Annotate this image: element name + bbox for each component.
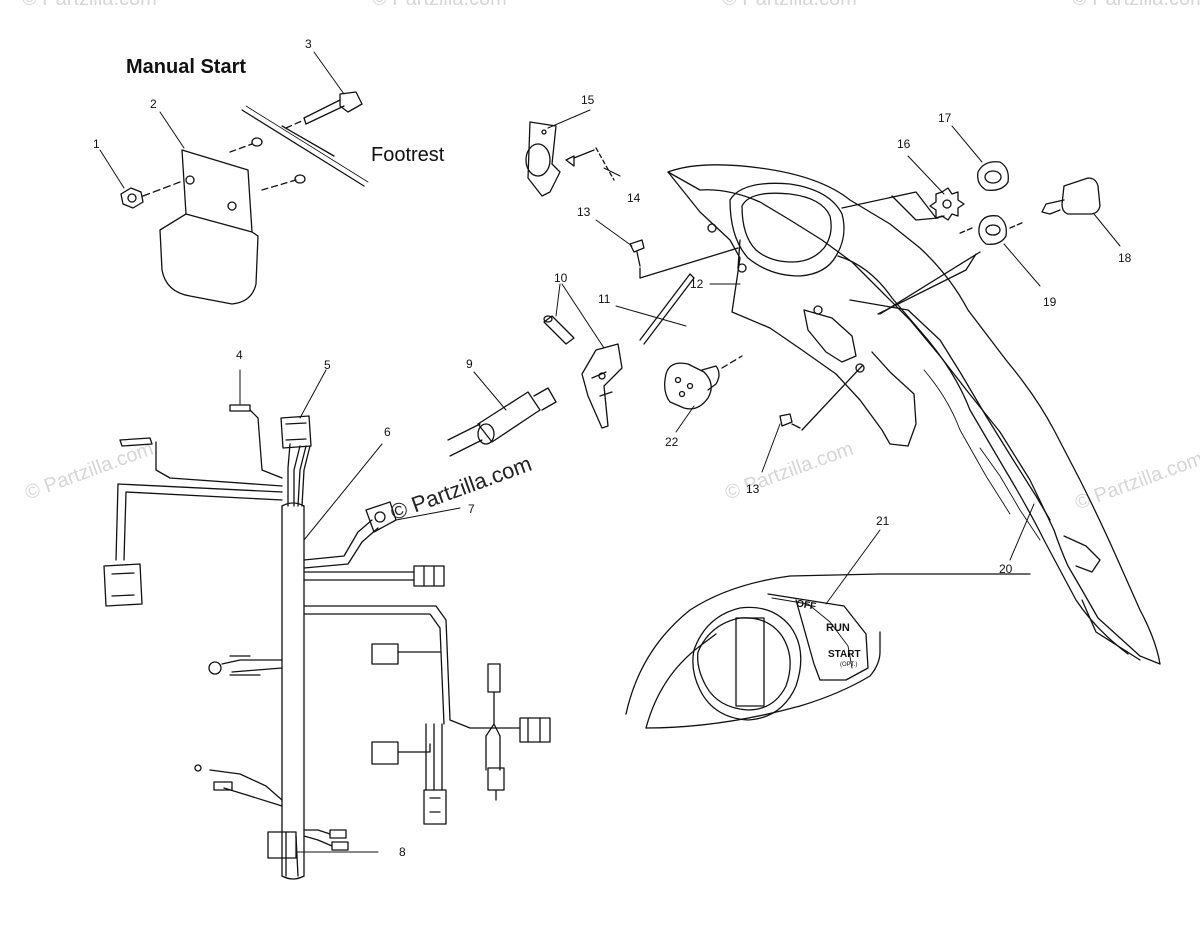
watermark: © Partzilla.com — [722, 0, 857, 11]
starter-switch-icon — [448, 388, 556, 456]
leader-lines — [100, 52, 1120, 852]
callout-11: 11 — [598, 292, 611, 306]
switch-start-label: START — [828, 649, 861, 660]
callout-17: 17 — [938, 111, 952, 125]
callout-14: 14 — [627, 191, 641, 205]
spring-pin-icon — [640, 274, 694, 344]
washers-icon — [230, 138, 305, 190]
callout-1: 1 — [93, 137, 100, 151]
gear-icon — [930, 188, 964, 220]
watermark: © Partzilla.com — [372, 0, 507, 11]
nut-icon — [121, 182, 180, 208]
watermark: © Partzilla.com — [22, 0, 157, 11]
bolt-icon — [286, 92, 362, 128]
callout-20: 20 — [999, 562, 1013, 576]
callout-6: 6 — [384, 425, 391, 439]
callout-13-upper: 13 — [577, 205, 591, 219]
callout-10: 10 — [554, 271, 568, 285]
clip-icon — [582, 344, 622, 428]
footrest-label: Footrest — [371, 144, 445, 166]
footrest-plate — [160, 150, 258, 304]
callout-18: 18 — [1118, 251, 1132, 265]
diagram-title: Manual Start — [126, 56, 247, 78]
callout-7: 7 — [468, 502, 475, 516]
callout-12: 12 — [690, 277, 704, 291]
callout-21: 21 — [876, 514, 890, 528]
screw-lower-icon — [780, 366, 862, 430]
callout-22: 22 — [665, 435, 679, 449]
callout-2: 2 — [150, 97, 157, 111]
watermark: © Partzilla.com — [1072, 0, 1200, 11]
callout-19: 19 — [1043, 295, 1057, 309]
callout-8: 8 — [399, 845, 406, 859]
callout-15: 15 — [581, 93, 595, 107]
callout-5: 5 — [324, 358, 331, 372]
switch-start-note: (OPT.) — [840, 662, 858, 668]
pin-icon — [544, 316, 574, 344]
console-panel — [668, 165, 1160, 664]
wiring-harness — [104, 405, 550, 879]
footrest-edge — [242, 106, 368, 186]
ignition-switch-icon — [665, 356, 742, 409]
ignition-detail — [626, 574, 1030, 728]
key-icon — [1042, 178, 1100, 214]
callout-9: 9 — [466, 357, 473, 371]
small-screw-icon — [566, 148, 614, 180]
callout-3: 3 — [305, 37, 312, 51]
switch-run-label: RUN — [826, 622, 850, 634]
callout-16: 16 — [897, 137, 911, 151]
nut-ring-icon — [958, 162, 1024, 245]
callout-4: 4 — [236, 348, 243, 362]
switch-bracket-icon — [526, 122, 560, 196]
callout-13-lower: 13 — [746, 482, 760, 496]
screw-icon — [630, 240, 738, 278]
switch-callout-lines — [738, 196, 980, 314]
